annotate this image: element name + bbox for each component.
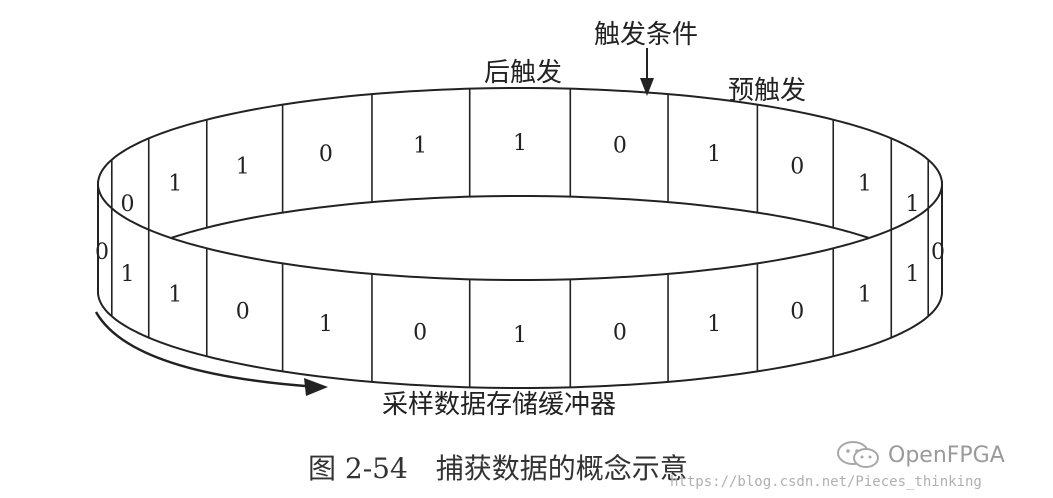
ring-top-bit: 1 — [513, 131, 527, 156]
ring-bottom-bit: 0 — [413, 320, 427, 345]
watermark-logo-text: OpenFPGA — [888, 442, 1005, 468]
arrows — [94, 48, 654, 396]
watermark-logo: OpenFPGA — [836, 440, 1005, 470]
ring-bottom-bit: 1 — [319, 312, 333, 337]
buffer-label: 采样数据存储缓冲器 — [382, 390, 617, 420]
pre-trigger-label: 预触发 — [728, 76, 807, 106]
ring-bottom-bit: 0 — [613, 320, 627, 345]
trigger-arrow-head — [640, 78, 654, 96]
ring-bottom-bit: 1 — [906, 262, 920, 287]
ring-top-bit: 0 — [613, 134, 627, 159]
direction-arrow-head — [304, 378, 328, 396]
ring-front-fill — [98, 184, 942, 388]
wechat-icon — [837, 441, 879, 468]
ring-bottom-bit: 0 — [236, 299, 250, 324]
ring-bottom-bit: 1 — [513, 323, 527, 348]
ring-bottom-bit: 0 — [790, 299, 804, 324]
figure-caption: 图 2-54 捕获数据的概念示意 — [308, 452, 688, 485]
ring-bottom-bit: 1 — [858, 282, 872, 307]
ring-top-bit: 1 — [236, 155, 250, 180]
ring-top-bit: 0 — [120, 192, 134, 217]
ring-bottom-bit: 1 — [120, 262, 134, 287]
ring-front-top-edge — [97, 183, 943, 281]
ring-top-bit: 1 — [707, 142, 721, 167]
trigger-condition-label: 触发条件 — [594, 20, 699, 50]
watermark-url: https://blog.csdn.net/Pieces_thinking — [670, 474, 982, 490]
ring-top-bit: 0 — [790, 155, 804, 180]
ring-top-bit: 1 — [168, 172, 182, 197]
ring-front-bottom-edge — [97, 291, 943, 389]
ring-band: 10110110101110110101010110 — [95, 87, 945, 389]
ring-back-top-edge — [97, 87, 943, 185]
ring-top-bit: 1 — [858, 172, 872, 197]
ring-top-bit: 1 — [906, 192, 920, 217]
direction-arrow-shaft — [94, 311, 306, 388]
ring-bottom-bit: 1 — [168, 282, 182, 307]
ring-top-bit: 0 — [319, 142, 333, 167]
ring-bottom-bit: 1 — [707, 312, 721, 337]
ring-top-bit: 1 — [413, 134, 427, 159]
post-trigger-label: 后触发 — [484, 58, 563, 88]
